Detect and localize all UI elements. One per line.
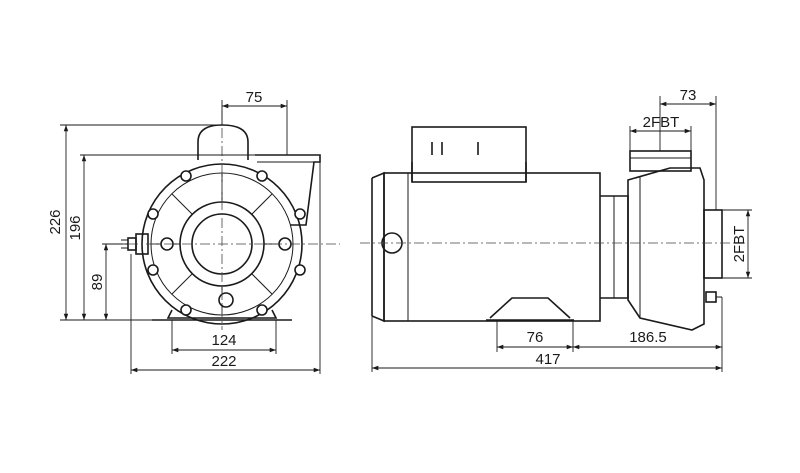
dim-overall-length: 417 bbox=[535, 351, 560, 368]
dim-foot-width: 76 bbox=[527, 329, 544, 346]
dim-foot-spacing: 124 bbox=[211, 332, 236, 349]
dim-outlet-height: 196 bbox=[67, 215, 84, 240]
dim-overall-width: 222 bbox=[211, 353, 236, 370]
dim-outlet-depth: 73 bbox=[680, 87, 697, 104]
dim-foot-to-end: 186.5 bbox=[629, 329, 667, 346]
front-dimensions: 226 196 89 75 124 222 bbox=[47, 89, 321, 374]
side-capacitor-box bbox=[411, 126, 527, 183]
side-motor-foot bbox=[489, 297, 571, 319]
label-outlet-port: 2FBT bbox=[643, 114, 680, 131]
front-discharge-outlet bbox=[255, 154, 321, 226]
side-motor-body bbox=[383, 172, 601, 322]
dim-outlet-offset: 75 bbox=[246, 89, 263, 106]
side-wet-end bbox=[627, 167, 705, 331]
side-top-outlet bbox=[629, 150, 692, 172]
dim-overall-height: 226 bbox=[47, 209, 64, 234]
side-dimensions: 73 2FBT 2FBT 76 186.5 417 bbox=[371, 87, 752, 372]
label-inlet-port: 2FBT bbox=[731, 226, 748, 263]
side-inlet-flange bbox=[703, 209, 723, 279]
dim-shaft-height: 89 bbox=[89, 274, 106, 291]
side-view bbox=[360, 126, 745, 331]
front-view bbox=[110, 110, 340, 330]
